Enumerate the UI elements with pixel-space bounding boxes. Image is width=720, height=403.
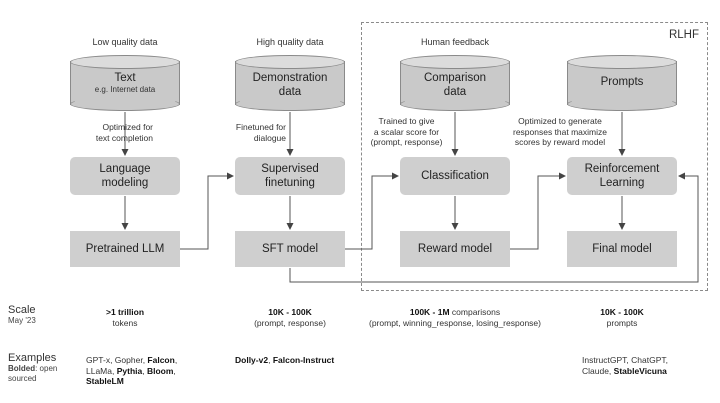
output-final-model: Final model — [567, 231, 677, 267]
example-line: Dolly-v2, Falcon-Instruct — [235, 355, 335, 365]
examples-pretrained: GPT-x, Gopher, Falcon,LLaMa, Pythia, Blo… — [86, 355, 177, 387]
caption-low-quality: Low quality data — [92, 37, 158, 47]
rlhf-frame: RLHF — [361, 22, 708, 291]
arrow-sftmodel-loop-to-rl — [289, 172, 699, 283]
cylinder-prompts: Prompts — [567, 55, 677, 111]
process-classification: Classification — [400, 157, 510, 195]
output-reward-model: Reward model — [400, 231, 510, 267]
output-pretrained-llm: Pretrained LLM — [70, 231, 180, 267]
caption-human-feedback: Human feedback — [420, 37, 490, 47]
example-line: LLaMa, Pythia, Bloom, — [86, 365, 176, 376]
example-line: StableLM — [86, 376, 124, 386]
output-sft-model: SFT model — [235, 231, 345, 267]
examples-label: Examples Bolded: open sourced — [8, 352, 58, 383]
scale-comparisons: 100K - 1M comparisons(prompt, winning_re… — [369, 307, 541, 328]
rlhf-label: RLHF — [668, 29, 699, 41]
examples-sft: Dolly-v2, Falcon-Instruct — [235, 355, 334, 366]
caption-high-quality: High quality data — [256, 37, 324, 47]
arrow-reward-to-rl — [510, 172, 566, 250]
examples-final: InstructGPT, ChatGPT,Claude, StableVicun… — [582, 355, 668, 376]
cylinder-text-sub: e.g. Internet data — [94, 85, 156, 94]
scale-label: Scale May '23 — [8, 304, 36, 325]
arrow-sftmodel-to-classification — [345, 172, 399, 250]
cylinder-demonstration: Demonstration data — [235, 55, 345, 111]
cylinder-text-title: Text — [114, 72, 136, 84]
example-line: Claude, StableVicuna — [582, 365, 667, 376]
arrow-pretrained-to-sft — [180, 172, 234, 250]
example-line: InstructGPT, ChatGPT, — [582, 355, 668, 365]
cylinder-comparison: Comparison data — [400, 55, 510, 111]
cylinder-text: Text e.g. Internet data — [70, 55, 180, 111]
example-line: GPT-x, Gopher, Falcon, — [86, 355, 178, 365]
scale-sft: 10K - 100K(prompt, response) — [254, 307, 326, 328]
